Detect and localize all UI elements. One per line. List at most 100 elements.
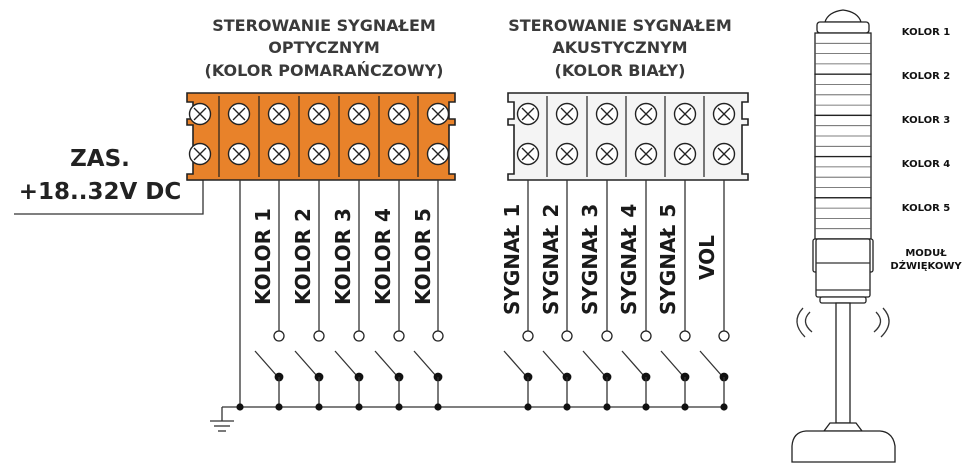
tower-label-2: KOLOR 2 xyxy=(902,71,950,82)
optical-output-label-4: KOLOR 4 xyxy=(371,208,395,305)
screw-terminal-icon xyxy=(227,142,251,166)
open-contact xyxy=(432,330,444,342)
tower-label-5: KOLOR 5 xyxy=(902,203,950,214)
tower-sound-module xyxy=(815,238,871,298)
screw-terminal-icon xyxy=(307,142,331,166)
screw-terminal-icon xyxy=(267,142,291,166)
screw-terminal-icon xyxy=(227,102,251,126)
optical-output-label-5: KOLOR 5 xyxy=(411,208,435,305)
switch-icon xyxy=(660,180,691,411)
tower-label-1: KOLOR 1 xyxy=(902,27,950,38)
switch-lever xyxy=(542,350,566,377)
screw-terminal-icon xyxy=(516,142,540,166)
tower-module-label-1: MODUŁ xyxy=(905,248,947,259)
switch-icon xyxy=(621,180,652,411)
switch-icon xyxy=(582,180,613,411)
screw-terminal-icon xyxy=(188,142,212,166)
screw-terminal-icon xyxy=(634,102,658,126)
bus-junction-dot xyxy=(434,403,442,411)
open-contact xyxy=(353,330,365,342)
tower-segment xyxy=(814,32,872,75)
open-contact xyxy=(522,330,534,342)
acoustic-heading-line-2: AKUSTYCZNYM xyxy=(552,38,687,57)
open-contact xyxy=(718,330,730,342)
screw-terminal-icon xyxy=(712,142,736,166)
switch-lever xyxy=(294,350,318,377)
screw-terminal-icon xyxy=(595,102,619,126)
tower-segment xyxy=(814,197,872,240)
acoustic-output-label-3: SYGNAŁ 3 xyxy=(578,204,602,315)
bus-junction-dot xyxy=(720,403,728,411)
optical-output-label-3: KOLOR 3 xyxy=(331,208,355,305)
bus-junction-dot xyxy=(603,403,611,411)
screw-terminal-icon xyxy=(555,102,579,126)
open-contact xyxy=(313,330,325,342)
switch-icon xyxy=(254,180,285,411)
tower-base-collar xyxy=(822,422,864,432)
ground-icon xyxy=(210,407,234,432)
acoustic-heading-line-1: STEROWANIE SYGNAŁEM xyxy=(508,16,732,35)
switch-icon xyxy=(294,180,325,411)
switch-lever xyxy=(660,350,684,377)
tower-label-4: KOLOR 4 xyxy=(902,159,950,170)
screw-terminal-icon xyxy=(595,142,619,166)
open-contact xyxy=(561,330,573,342)
acoustic-terminal-block xyxy=(507,92,749,181)
switch-lever xyxy=(699,350,723,377)
screw-terminal-icon xyxy=(712,102,736,126)
switch-icon xyxy=(699,180,730,411)
acoustic-output-label-2: SYGNAŁ 2 xyxy=(539,204,563,315)
bus-junction-dot xyxy=(275,403,283,411)
tower-cap-ring xyxy=(816,21,870,34)
acoustic-output-label-1: SYGNAŁ 1 xyxy=(500,204,524,315)
sound-wave-icon xyxy=(796,307,890,338)
optical-output-label-2: KOLOR 2 xyxy=(291,208,315,305)
tower-segments xyxy=(812,32,874,273)
switch-lever xyxy=(374,350,398,377)
open-contact xyxy=(393,330,405,342)
signal-tower xyxy=(791,9,896,463)
tower-label-3: KOLOR 3 xyxy=(902,115,950,126)
screw-terminal-icon xyxy=(634,142,658,166)
bus-junction-dot xyxy=(642,403,650,411)
optical-heading: STEROWANIE SYGNAŁEM OPTYCZNYM (KOLOR POM… xyxy=(205,16,444,80)
switch-lever xyxy=(254,350,278,377)
open-contact xyxy=(273,330,285,342)
tower-labels: KOLOR 1 KOLOR 2 KOLOR 3 KOLOR 4 KOLOR 5 … xyxy=(890,27,962,272)
tower-segment xyxy=(814,155,872,199)
bus-junction-dot xyxy=(395,403,403,411)
switch-icon xyxy=(542,180,573,411)
optical-heading-line-3: (KOLOR POMARAŃCZOWY) xyxy=(205,61,444,80)
tower-cap xyxy=(824,9,862,23)
screw-terminal-icon xyxy=(673,102,697,126)
screw-terminal-icon xyxy=(307,102,331,126)
screw-terminal-icon xyxy=(347,102,371,126)
power-label: ZAS. +18..32V DC xyxy=(19,146,182,205)
tower-module-base xyxy=(819,296,867,304)
acoustic-terminal-housing xyxy=(507,92,749,181)
switch-circuit xyxy=(222,180,730,411)
bus-junction-dot xyxy=(315,403,323,411)
screw-terminal-icon xyxy=(555,142,579,166)
switch-icon xyxy=(374,180,405,411)
bus-junction-dot xyxy=(524,403,532,411)
switch-icon xyxy=(334,180,365,411)
switch-lever xyxy=(621,350,645,377)
acoustic-output-label-5: SYGNAŁ 5 xyxy=(656,204,680,315)
screw-terminal-icon xyxy=(267,102,291,126)
switch-lever xyxy=(334,350,358,377)
screw-terminal-icon xyxy=(387,102,411,126)
screw-terminal-icon xyxy=(426,142,450,166)
bus-junction-dot xyxy=(355,403,363,411)
acoustic-heading-line-3: (KOLOR BIAŁY) xyxy=(555,61,686,80)
switch-icon xyxy=(503,180,534,411)
acoustic-heading: STEROWANIE SYGNAŁEM AKUSTYCZNYM (KOLOR B… xyxy=(508,16,732,80)
tower-segment xyxy=(814,114,872,158)
switch-icon xyxy=(413,180,444,411)
screw-terminal-icon xyxy=(387,142,411,166)
optical-output-label-1: KOLOR 1 xyxy=(251,208,275,305)
switch-lever xyxy=(413,350,437,377)
open-contact xyxy=(679,330,691,342)
switch-lever xyxy=(582,350,606,377)
